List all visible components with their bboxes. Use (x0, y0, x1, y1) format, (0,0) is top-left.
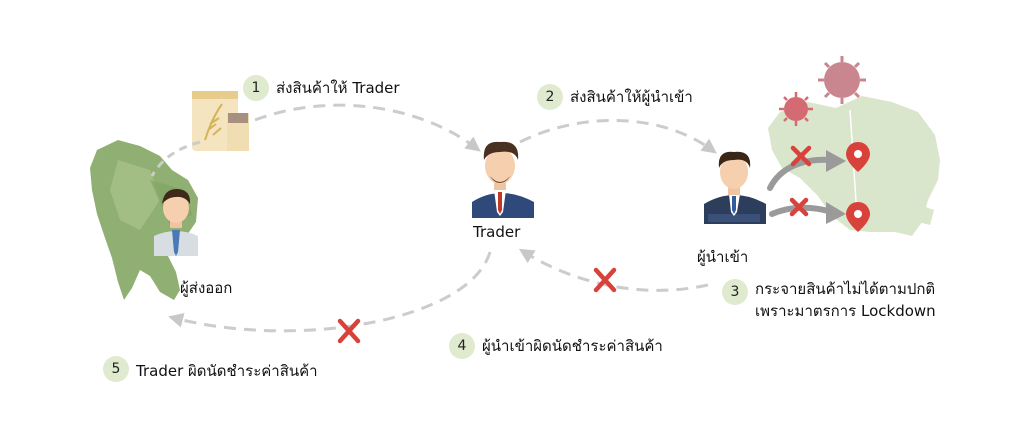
step-4-badge: 4 (449, 333, 475, 359)
trader-person-icon (472, 141, 534, 218)
step-3-text-line2: เพราะมาตรการ Lockdown (755, 302, 936, 320)
step-3-badge: 3 (722, 279, 748, 305)
step-5-text: Trader ผิดนัดชำระค่าสินค้า (136, 362, 318, 380)
arrow-importer-to-trader (518, 248, 709, 292)
cross-icon (337, 145, 812, 344)
virus-icon (779, 56, 866, 126)
arrow-sack-to-map (150, 140, 201, 177)
importer-label: ผู้นำเข้า (697, 248, 749, 266)
step-2-text: ส่งสินค้าให้ผู้นำเข้า (570, 88, 693, 106)
rice-sack-icon (192, 91, 249, 151)
arrow-trader-to-importer (519, 118, 717, 154)
exporter-person-icon (154, 188, 198, 256)
step-3-text-line1: กระจายสินค้าไม่ได้ตามปกติ (755, 280, 936, 298)
step-1-badge: 1 (243, 75, 269, 101)
location-pin-icon (846, 142, 870, 232)
exporter-label: ผู้ส่งออก (180, 279, 233, 297)
importer-person-icon (704, 151, 766, 224)
step-2-badge: 2 (537, 84, 563, 110)
step-4-text: ผู้นำเข้าผิดนัดชำระค่าสินค้า (482, 337, 663, 355)
arrow-trader-to-exporter (168, 251, 492, 333)
trader-label: Trader (473, 223, 521, 241)
step-1-text: ส่งสินค้าให้ Trader (276, 79, 400, 97)
arrow-exporter-to-trader (254, 103, 481, 152)
step-5-badge: 5 (103, 356, 129, 382)
